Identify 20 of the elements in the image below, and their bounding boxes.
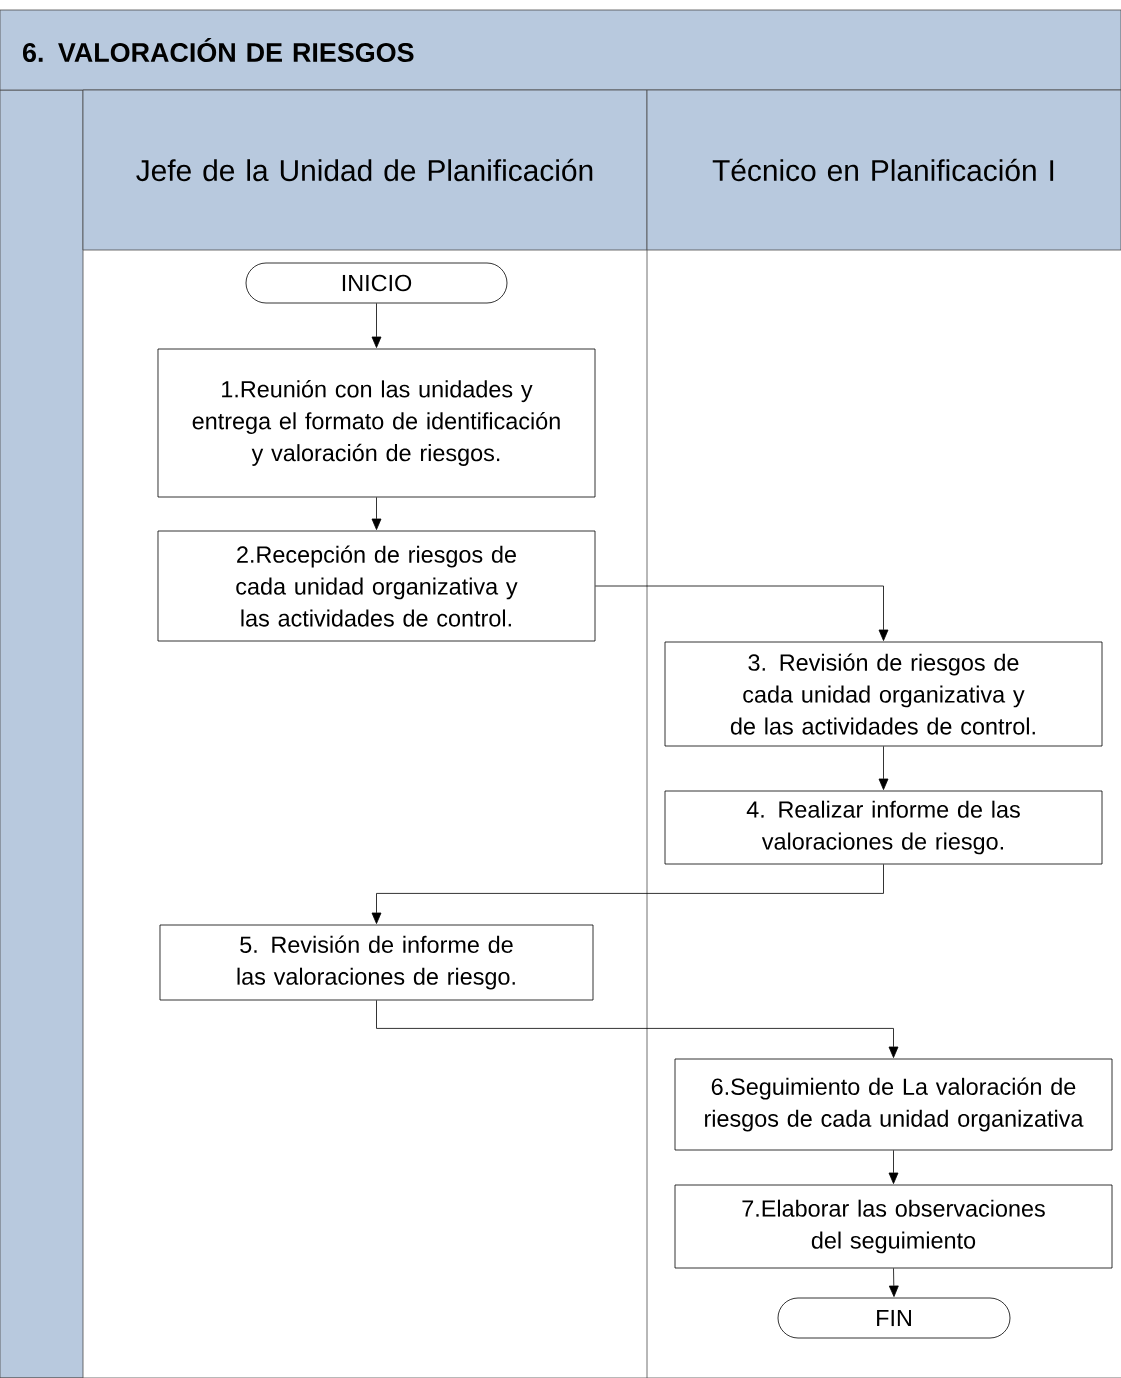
title-band: 6. VALORACIÓN DE RIESGOS xyxy=(0,9,1121,91)
lane-header: Jefe de la Unidad de Planificación xyxy=(82,89,648,251)
arrow xyxy=(595,585,889,641)
arrow xyxy=(371,864,884,924)
terminal-box: INICIO xyxy=(245,262,508,304)
arrow xyxy=(371,497,382,530)
process-box: 4. Realizar informe de las valoraciones de riesgo. xyxy=(664,790,1103,865)
process-box: 5. Revisión de informe de las valoraciones de riesgo. xyxy=(159,924,594,1001)
process-box: 3. Revisión de riesgos de cada unidad organizativa y de las actividades de control. xyxy=(664,641,1103,747)
arrow xyxy=(376,1000,899,1058)
arrow xyxy=(888,1268,899,1297)
process-box: 6.Seguimiento de La valoración de riesgos de cada unidad organizativa xyxy=(674,1058,1113,1151)
process-box: 7.Elaborar las observaciones del seguimiento xyxy=(674,1184,1113,1269)
arrow xyxy=(878,746,889,790)
process-box: 1.Reunión con las unidades y entrega el formato de identificación y valoración de riesgos. xyxy=(157,348,596,498)
arrow xyxy=(888,1150,899,1184)
arrow xyxy=(371,303,382,348)
process-box: 2.Recepción de riesgos de cada unidad organizativa y las actividades de control. xyxy=(157,530,596,642)
lane-header: Técnico en Planificación I xyxy=(646,89,1121,251)
terminal-box: FIN xyxy=(777,1297,1011,1339)
